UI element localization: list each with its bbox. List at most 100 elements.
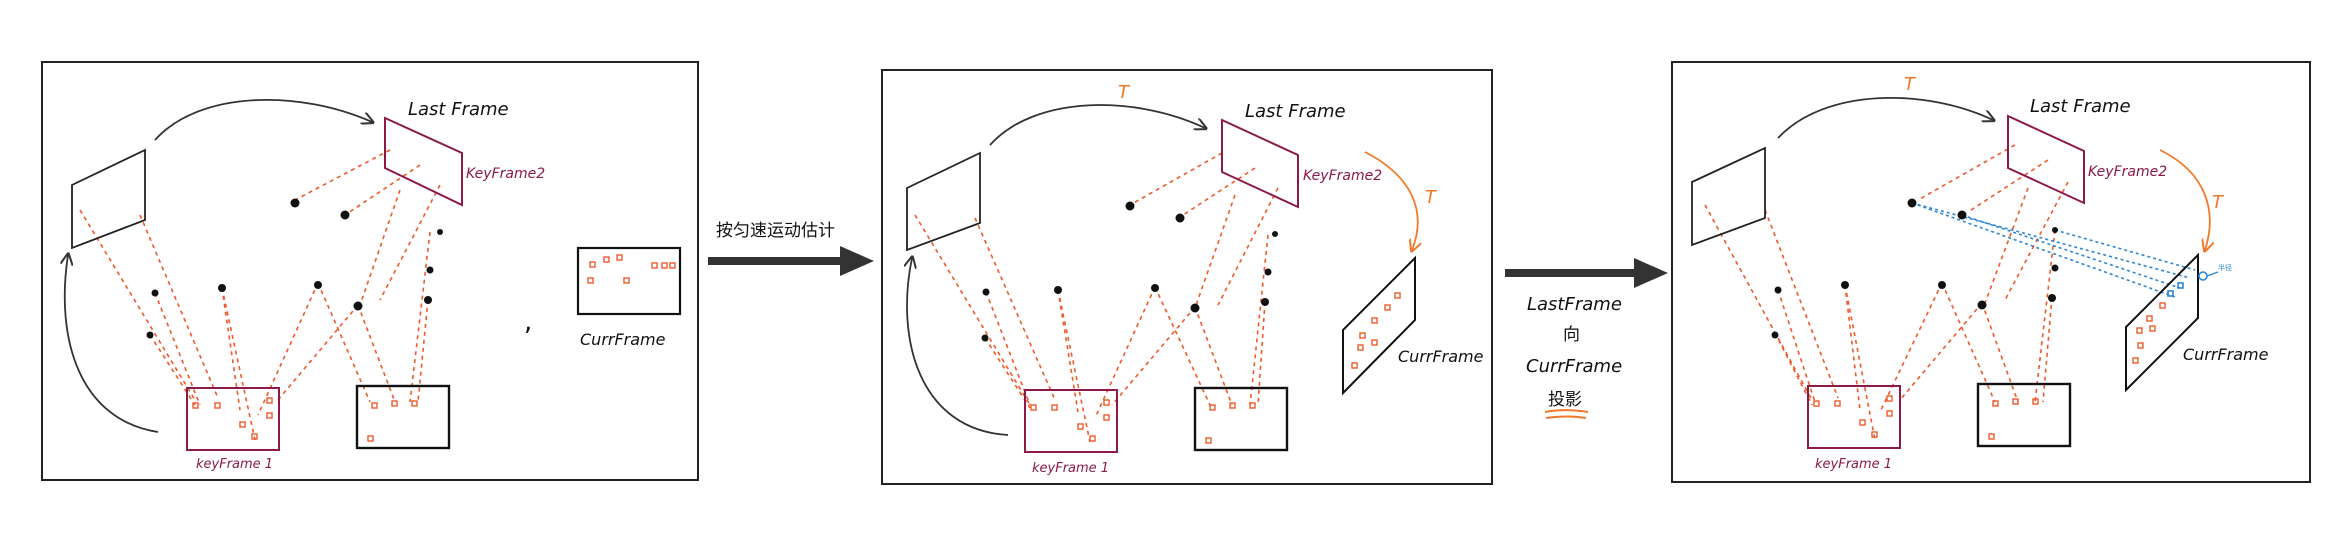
map-point bbox=[1151, 284, 1159, 292]
panel-3-map-points bbox=[1771, 198, 2059, 339]
panel-2-t-arrow bbox=[1364, 151, 1418, 250]
panel-1-last-frame-quad bbox=[384, 116, 463, 207]
panel-2-motion-arrow-left bbox=[907, 258, 1009, 436]
panel-1-curr-frame-keypoints bbox=[587, 254, 676, 284]
arrow-2-underline-2 bbox=[1545, 415, 1587, 419]
panel-3-small-note: 半径 bbox=[2218, 263, 2232, 272]
map-point bbox=[1054, 286, 1062, 294]
panel-3: T T Last Frame KeyFrame2 keyFrame 1 Curr… bbox=[1671, 61, 2311, 483]
map-point bbox=[426, 266, 434, 274]
panel-3-last-frame-label: Last Frame bbox=[2030, 96, 2131, 117]
panel-3-projection-lines bbox=[1704, 144, 2069, 441]
panel-2-motion-arrow-top bbox=[989, 104, 1205, 146]
arrow-1-label: 按匀速运动估计 bbox=[716, 221, 835, 241]
panel-2-keypoints bbox=[1030, 399, 1256, 444]
arrow-2-underline bbox=[1544, 409, 1589, 413]
panel-2-map-points bbox=[981, 201, 1278, 342]
panel-2-keyframe-1-box bbox=[1024, 389, 1118, 453]
panel-3-keyframe-1-box bbox=[1807, 385, 1901, 449]
map-point bbox=[1125, 201, 1135, 211]
arrow-1-head bbox=[840, 246, 874, 276]
map-point bbox=[1771, 331, 1779, 339]
panel-1-motion-arrow-top bbox=[154, 98, 372, 141]
arrow-2-line-4: 投影 bbox=[1548, 390, 1582, 410]
map-point bbox=[353, 301, 363, 311]
panel-3-keyframe2-label: KeyFrame2 bbox=[2088, 164, 2167, 180]
panel-2-t-top-label: T bbox=[1118, 82, 1131, 103]
arrow-2-line-3: CurrFrame bbox=[1526, 356, 1622, 377]
panel-2-last-frame-quad bbox=[1221, 118, 1299, 209]
panel-2-keyframe2-label: KeyFrame2 bbox=[1303, 168, 1382, 184]
map-point bbox=[1977, 300, 1987, 310]
map-point bbox=[1190, 303, 1200, 313]
panel-3-keyframe1-label: keyFrame 1 bbox=[1815, 457, 1892, 472]
panel-3-t-arrow bbox=[2159, 149, 2210, 250]
panel-1-motion-arrow-left bbox=[65, 255, 159, 433]
map-point bbox=[1264, 268, 1272, 276]
arrow-1: 按匀速运动估计 bbox=[708, 221, 874, 276]
panel-3-motion-arrow-top bbox=[1777, 96, 1993, 139]
map-point bbox=[437, 229, 443, 235]
map-point bbox=[981, 334, 989, 342]
map-point bbox=[1841, 281, 1849, 289]
panel-3-curr-frame-keypoints bbox=[2132, 302, 2166, 364]
panel-3-keypoints bbox=[1813, 395, 2039, 440]
map-point bbox=[2051, 264, 2059, 272]
panel-1-curr-frame-box bbox=[576, 246, 682, 316]
arrow-2-line-2: 向 bbox=[1563, 325, 1580, 345]
panel-2-last-frame-label: Last Frame bbox=[1245, 101, 1346, 122]
map-point bbox=[151, 289, 159, 297]
arrow-2-head bbox=[1634, 258, 1668, 288]
panel-3-search-radius-line bbox=[2206, 271, 2219, 277]
map-point bbox=[1774, 286, 1782, 294]
panel-3-frame-box bbox=[1976, 382, 2072, 448]
panel-1-keypoints bbox=[192, 397, 418, 442]
panel-3-t-top-label: T bbox=[1904, 74, 1917, 95]
map-point bbox=[290, 198, 300, 208]
panel-3-curr-frame-label: CurrFrame bbox=[2183, 345, 2269, 364]
map-point bbox=[1175, 213, 1185, 223]
panel-2-curr-frame-label: CurrFrame bbox=[1398, 347, 1484, 366]
panel-1-projection-lines bbox=[79, 149, 441, 441]
panel-3-curr-frame-quad bbox=[2125, 252, 2199, 393]
panel-1-frame-box bbox=[355, 384, 451, 450]
panel-1-keyframe1-label: keyFrame 1 bbox=[196, 457, 273, 472]
map-point bbox=[1907, 198, 1917, 208]
panel-1-map-points bbox=[146, 198, 443, 339]
panel-2-curr-frame-quad bbox=[1342, 255, 1416, 396]
map-point bbox=[146, 331, 154, 339]
map-point bbox=[1272, 231, 1278, 237]
panel-2: T T Last Frame KeyFrame2 keyFrame 1 Curr… bbox=[881, 69, 1493, 485]
map-point bbox=[2052, 227, 2058, 233]
panel-1-last-frame-label: Last Frame bbox=[408, 99, 509, 120]
panel-2-camera-frame bbox=[906, 151, 981, 252]
map-point bbox=[424, 296, 432, 304]
panel-3-blue-projection-lines bbox=[1911, 202, 2196, 298]
panel-2-border bbox=[881, 69, 1493, 485]
panel-1-keyframe2-label: KeyFrame2 bbox=[466, 166, 545, 182]
panel-1-camera-frame bbox=[71, 148, 146, 250]
panel-2-projection-lines bbox=[914, 152, 1279, 443]
panel-1: Last Frame KeyFrame2 keyFrame 1 CurrFram… bbox=[41, 61, 699, 481]
panel-2-keyframe1-label: keyFrame 1 bbox=[1032, 461, 1109, 476]
panel-3-projected-points bbox=[2167, 271, 2208, 297]
map-point bbox=[314, 281, 322, 289]
panel-2-t-right-label: T bbox=[1425, 187, 1438, 208]
map-point bbox=[1261, 298, 1269, 306]
panel-2-curr-frame-keypoints bbox=[1351, 292, 1401, 369]
map-point bbox=[1957, 210, 1967, 220]
panel-3-last-frame-quad bbox=[2007, 114, 2085, 205]
map-point bbox=[218, 284, 226, 292]
panel-3-border bbox=[1671, 61, 2311, 483]
arrow-2-line-1: LastFrame bbox=[1527, 294, 1622, 315]
panel-1-comma: , bbox=[524, 307, 532, 337]
map-point bbox=[982, 288, 990, 296]
panel-2-frame-box bbox=[1193, 386, 1289, 452]
panel-1-curr-frame-label: CurrFrame bbox=[580, 330, 666, 349]
map-point bbox=[2048, 294, 2056, 302]
map-point bbox=[1938, 281, 1946, 289]
panel-3-camera-frame bbox=[1691, 146, 1766, 247]
panel-3-t-right-label: T bbox=[2212, 192, 2225, 213]
panel-1-keyframe-1-box bbox=[186, 387, 280, 451]
